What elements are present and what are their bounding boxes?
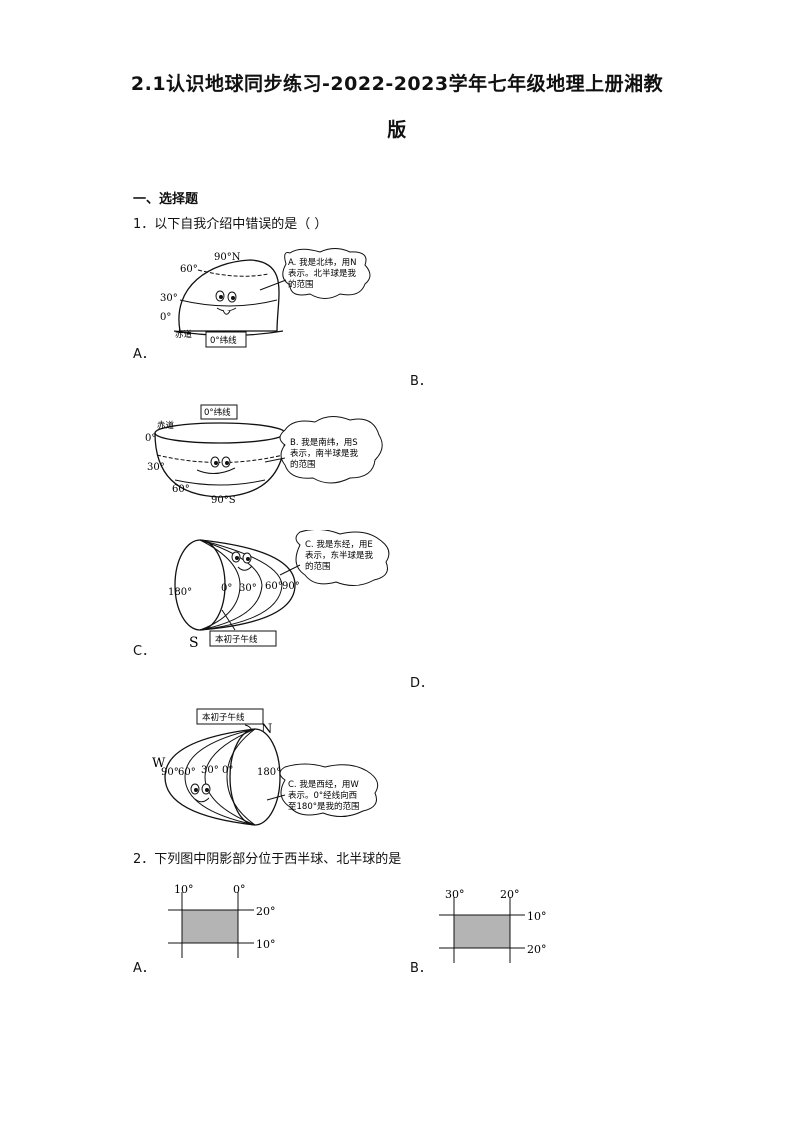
- bubble-line-2: 表示。0°经线向西: [288, 790, 357, 801]
- label-30: 30°: [239, 583, 257, 594]
- box-zero-latitude-text: 0°纬线: [204, 407, 231, 418]
- speech-bubble: [295, 530, 390, 586]
- label-90: 90°: [282, 581, 300, 592]
- q1-option-a: A．: [133, 347, 155, 362]
- label-right-bottom: 20°: [527, 943, 547, 956]
- label-60: 60°: [180, 264, 198, 275]
- q1-option-b: B．: [410, 374, 432, 389]
- bubble-line-1: C. 我是西经，用W: [288, 779, 359, 790]
- label-30: 30°: [147, 462, 165, 473]
- speech-bubble: [279, 416, 383, 484]
- shaded-area: [182, 910, 238, 943]
- section-heading: 一、选择题: [133, 192, 199, 207]
- label-90s: 90°S: [211, 495, 236, 506]
- box-prime-meridian: [196, 708, 264, 725]
- label-top-right: 0°: [233, 883, 246, 896]
- box-zero-latitude: [205, 331, 247, 348]
- question-2-stem: 2．下列图中阴影部分位于西半球、北半球的是: [133, 852, 402, 867]
- figure-east-longitude: 180° 0° 30° 60° 90° S 本初子午线 C. 我是东经，用E 表…: [168, 530, 390, 651]
- figure-west-longitude: 本初子午线 N W 90° 60° 30° 0° 180° C. 我是西经，用W…: [152, 708, 379, 826]
- label-90: 90°: [161, 767, 179, 778]
- speech-bubble: [282, 248, 371, 299]
- figure-grid-b: 30° 20° 10° 20°: [439, 888, 547, 963]
- label-right-bottom: 10°: [256, 938, 276, 951]
- label-right-top: 10°: [527, 910, 547, 923]
- bubble-line-2: 表示。北半球是我: [288, 268, 357, 279]
- q2-option-a: A．: [133, 961, 155, 976]
- label-equator: 赤道: [157, 420, 175, 431]
- figure-grid-a: 10° 0° 20° 10°: [168, 883, 276, 958]
- label-0: 0°: [145, 433, 156, 444]
- label-60: 60°: [265, 581, 283, 592]
- box-zero-latitude: [200, 404, 238, 420]
- bubble-line-2: 表示，南半球是我: [290, 448, 359, 459]
- label-top-left: 30°: [445, 888, 465, 901]
- speech-bubble: [279, 763, 379, 817]
- label-0: 0°: [221, 583, 232, 594]
- figure-north-latitude: 90°N 60° 30° 0° 赤道 0°纬线 A. 我是北纬，用N 表示。北半…: [160, 248, 371, 348]
- bubble-line-1: C. 我是东经，用E: [305, 539, 373, 550]
- q1-option-d: D．: [410, 676, 434, 691]
- label-30: 30°: [201, 765, 219, 776]
- box-prime-meridian-text: 本初子午线: [202, 712, 245, 723]
- document-title-line1: 2.1认识地球同步练习-2022-2023学年七年级地理上册湘教: [130, 73, 664, 95]
- bubble-line-1: A. 我是北纬，用N: [288, 257, 356, 268]
- bubble-line-3: 的范围: [288, 279, 314, 290]
- box-prime-meridian: [209, 630, 277, 647]
- bubble-line-3: 的范围: [305, 561, 331, 572]
- label-90n: 90°N: [214, 252, 241, 263]
- label-30: 30°: [160, 293, 178, 304]
- label-60: 60°: [172, 484, 190, 495]
- label-60: 60°: [178, 767, 196, 778]
- question-1-stem: 1．以下自我介绍中错误的是（ ）: [133, 217, 328, 232]
- bubble-line-3: 至180°是我的范围: [288, 801, 359, 812]
- label-180: 180°: [257, 767, 281, 778]
- label-right-top: 20°: [256, 905, 276, 918]
- shaded-area: [454, 915, 510, 948]
- q2-option-b: B．: [410, 961, 432, 976]
- label-w: W: [152, 756, 166, 771]
- bubble-line-1: B. 我是南纬，用S: [290, 437, 358, 448]
- label-top-left: 10°: [174, 883, 194, 896]
- label-n: N: [261, 722, 272, 737]
- label-top-right: 20°: [500, 888, 520, 901]
- q1-option-c: C．: [133, 644, 156, 659]
- bubble-line-2: 表示，东半球是我: [305, 550, 374, 561]
- label-180: 180°: [168, 587, 192, 598]
- box-zero-latitude-text: 0°纬线: [210, 335, 237, 346]
- label-s: S: [189, 635, 199, 651]
- label-0: 0°: [222, 765, 233, 776]
- bubble-line-3: 的范围: [290, 459, 316, 470]
- box-prime-meridian-text: 本初子午线: [215, 634, 258, 645]
- label-equator: 赤道: [175, 329, 193, 340]
- label-0: 0°: [160, 312, 171, 323]
- figure-south-latitude: 0°纬线 赤道 0° 30° 60° 90°S B. 我是南纬，用S 表示，南半…: [145, 404, 383, 506]
- document-title-line2: 版: [387, 119, 407, 141]
